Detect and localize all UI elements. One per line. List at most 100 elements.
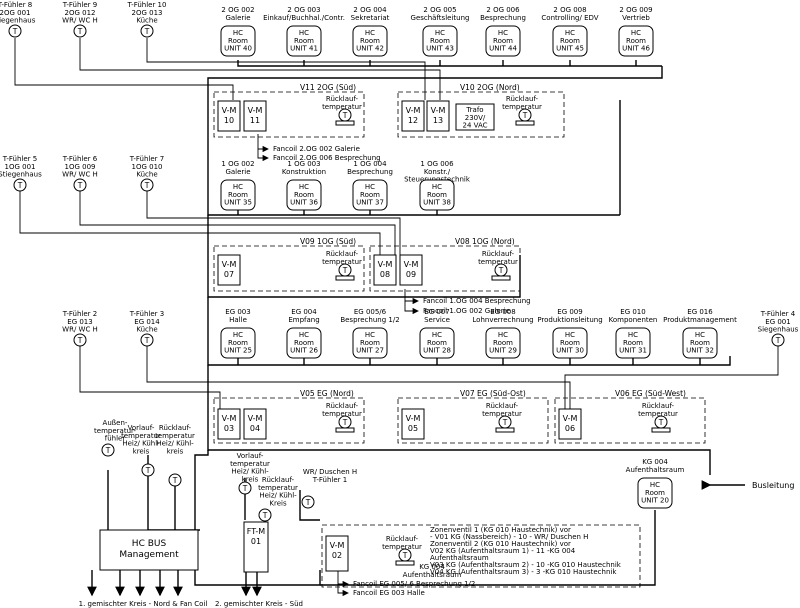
temperature-sensor-icon [73, 333, 87, 347]
sensor-base [395, 560, 415, 566]
fancoil-label: Fancoil 2.OG 006 Besprechung [273, 154, 381, 162]
hc-room-unit [419, 327, 455, 359]
temperature-sensor-icon [101, 443, 115, 457]
sensor-base [515, 120, 535, 126]
valve-module [217, 254, 241, 286]
temperature-sensor-icon [73, 178, 87, 192]
valve-module [401, 100, 425, 132]
ruecklauf-label: Rücklauf-temperatur [482, 402, 522, 418]
fancoil-label: Fancoil EG 003 Halle [353, 589, 425, 597]
sensor-letter: T [262, 511, 268, 520]
ruecklauf-label: Rücklauf-temperatur [382, 535, 422, 551]
ruecklauf-label: Rücklauf-temperatur [322, 250, 362, 266]
temperature-sensor-icon [141, 463, 155, 477]
sensor-letter: T [342, 111, 348, 120]
sensor-letter: T [402, 551, 408, 560]
ruecklauf-label: Rücklauf-temperatur [322, 95, 362, 111]
ruecklauf-label: Rücklauf-temperatur [502, 95, 542, 111]
hc-room-unit [615, 327, 651, 359]
sensor-letter: T [305, 498, 311, 507]
temperature-sensor-icon [8, 24, 22, 38]
sensor-letter: T [77, 181, 83, 190]
valve-group-title: V07 EG (Süd-Ost) [460, 389, 526, 398]
valve-module [426, 100, 450, 132]
valve-group-title: V09 1OG (Süd) [300, 237, 356, 246]
sensor-letter: T [502, 418, 508, 427]
hc-room-unit [485, 327, 521, 359]
hc-room-unit [682, 327, 718, 359]
hc-room-unit [552, 327, 588, 359]
valve-module [558, 408, 582, 440]
temperature-sensor-icon [140, 24, 154, 38]
valve-group-title: V06 EG (Süd-West) [615, 389, 686, 398]
temperature-sensor-icon [168, 473, 182, 487]
busleitung-label: Busleitung [752, 481, 794, 490]
sensor-letter: T [498, 266, 504, 275]
hc-room-unit [618, 25, 654, 57]
sensor-letter: T [144, 27, 150, 36]
zonenventil-text: Zonenventil 1 (KG 010 Haustechnik) vor- … [430, 526, 622, 576]
sensor-letter: T [77, 336, 83, 345]
temperature-sensor-icon [13, 178, 27, 192]
temperature-sensor-icon [771, 333, 785, 347]
sensor-letter: T [145, 466, 151, 475]
sensor-letter: T [522, 111, 528, 120]
sensor-letter: T [775, 336, 781, 345]
sensor-letter: T [342, 266, 348, 275]
sensor-letter: T [144, 181, 150, 190]
valve-module [373, 254, 397, 286]
valve-group-title: V05 EG (Nord) [300, 389, 354, 398]
sensor-letter: T [242, 484, 248, 493]
sensor-base [495, 427, 515, 433]
temperature-sensor-icon [140, 333, 154, 347]
sensor-base [335, 427, 355, 433]
temperature-sensor-icon [73, 24, 87, 38]
valve-module [243, 408, 267, 440]
bus-wiring [14, 38, 779, 597]
fancoil-label: Fancoil 2.OG 002 Galerie [273, 145, 360, 153]
ruecklauf-label: Rücklauf-temperatur [322, 402, 362, 418]
sensor-base [491, 275, 511, 281]
hc-room-unit [286, 179, 322, 211]
hc-room-unit [419, 179, 455, 211]
ruecklauf-label: Rücklauf-temperatur [478, 250, 518, 266]
temperature-sensor-icon [258, 508, 272, 522]
